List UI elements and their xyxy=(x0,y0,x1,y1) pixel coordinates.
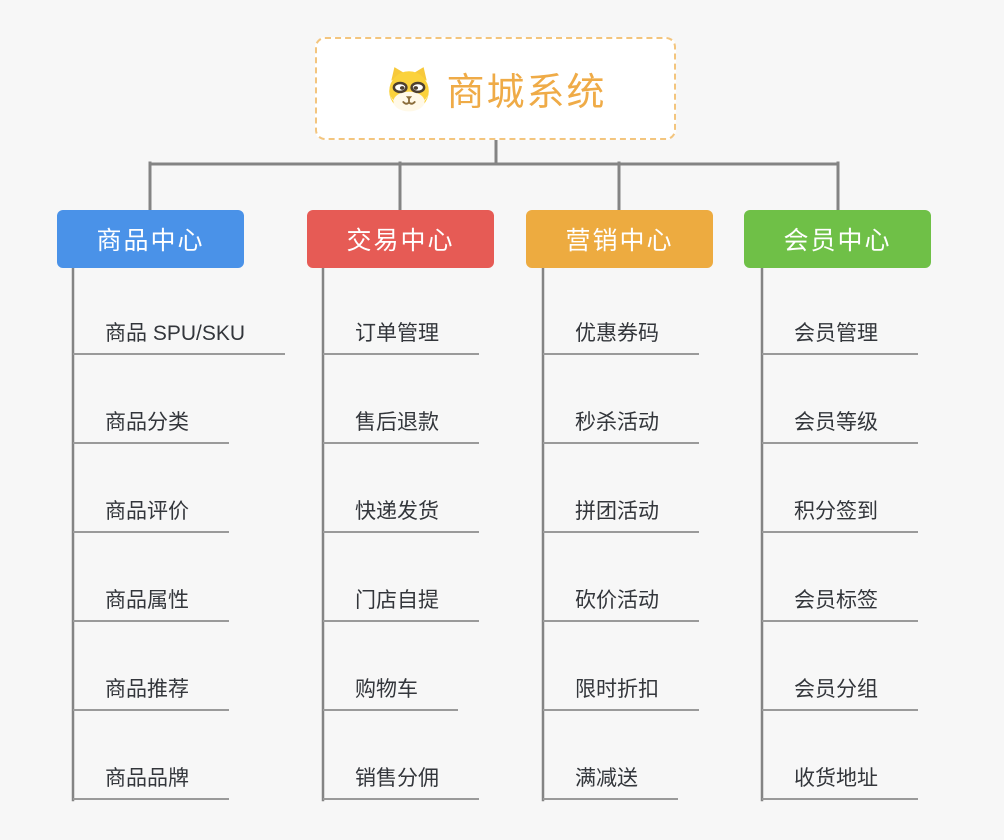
subtopic-item[interactable]: 商品推荐 xyxy=(73,669,229,711)
subtopic-item[interactable]: 销售分佣 xyxy=(323,758,479,800)
subtopic-item[interactable]: 商品品牌 xyxy=(73,758,229,800)
subtopic-item[interactable]: 快递发货 xyxy=(323,491,479,533)
subtopic-item[interactable]: 优惠券码 xyxy=(543,313,699,355)
root-label: 商城系统 xyxy=(446,72,607,114)
branch-label: 会员中心 xyxy=(783,227,892,255)
branch-member-center[interactable]: 会员中心 xyxy=(744,210,931,268)
subtopic-item[interactable]: 会员分组 xyxy=(762,669,918,711)
subtopic-item[interactable]: 秒杀活动 xyxy=(543,402,699,444)
subtopic-item[interactable]: 会员标签 xyxy=(762,580,918,622)
subtopic-item[interactable]: 限时折扣 xyxy=(543,669,699,711)
subtopic-item[interactable]: 积分签到 xyxy=(762,491,918,533)
subtopic-item[interactable]: 拼团活动 xyxy=(543,491,699,533)
dog-face-icon xyxy=(384,64,434,114)
branch-trade-center[interactable]: 交易中心 xyxy=(307,210,494,268)
subtopic-item[interactable]: 砍价活动 xyxy=(543,580,699,622)
branch-label: 营销中心 xyxy=(565,227,674,255)
subtopic-item[interactable]: 售后退款 xyxy=(323,402,479,444)
subtopic-item[interactable]: 收货地址 xyxy=(762,758,918,800)
subtopic-item[interactable]: 门店自提 xyxy=(323,580,479,622)
branch-label: 交易中心 xyxy=(346,227,455,255)
subtopic-item[interactable]: 购物车 xyxy=(323,669,458,711)
branch-product-center[interactable]: 商品中心 xyxy=(57,210,244,268)
root-node[interactable]: 商城系统 xyxy=(315,37,676,140)
subtopic-item[interactable]: 会员等级 xyxy=(762,402,918,444)
subtopic-item[interactable]: 商品评价 xyxy=(73,491,229,533)
subtopic-item[interactable]: 会员管理 xyxy=(762,313,918,355)
subtopic-item[interactable]: 订单管理 xyxy=(323,313,479,355)
branch-marketing-center[interactable]: 营销中心 xyxy=(526,210,713,268)
subtopic-item[interactable]: 商品分类 xyxy=(73,402,229,444)
subtopic-item[interactable]: 商品属性 xyxy=(73,580,229,622)
subtopic-item[interactable]: 满减送 xyxy=(543,758,678,800)
branch-label: 商品中心 xyxy=(96,227,205,255)
subtopic-item[interactable]: 商品 SPU/SKU xyxy=(73,313,286,355)
